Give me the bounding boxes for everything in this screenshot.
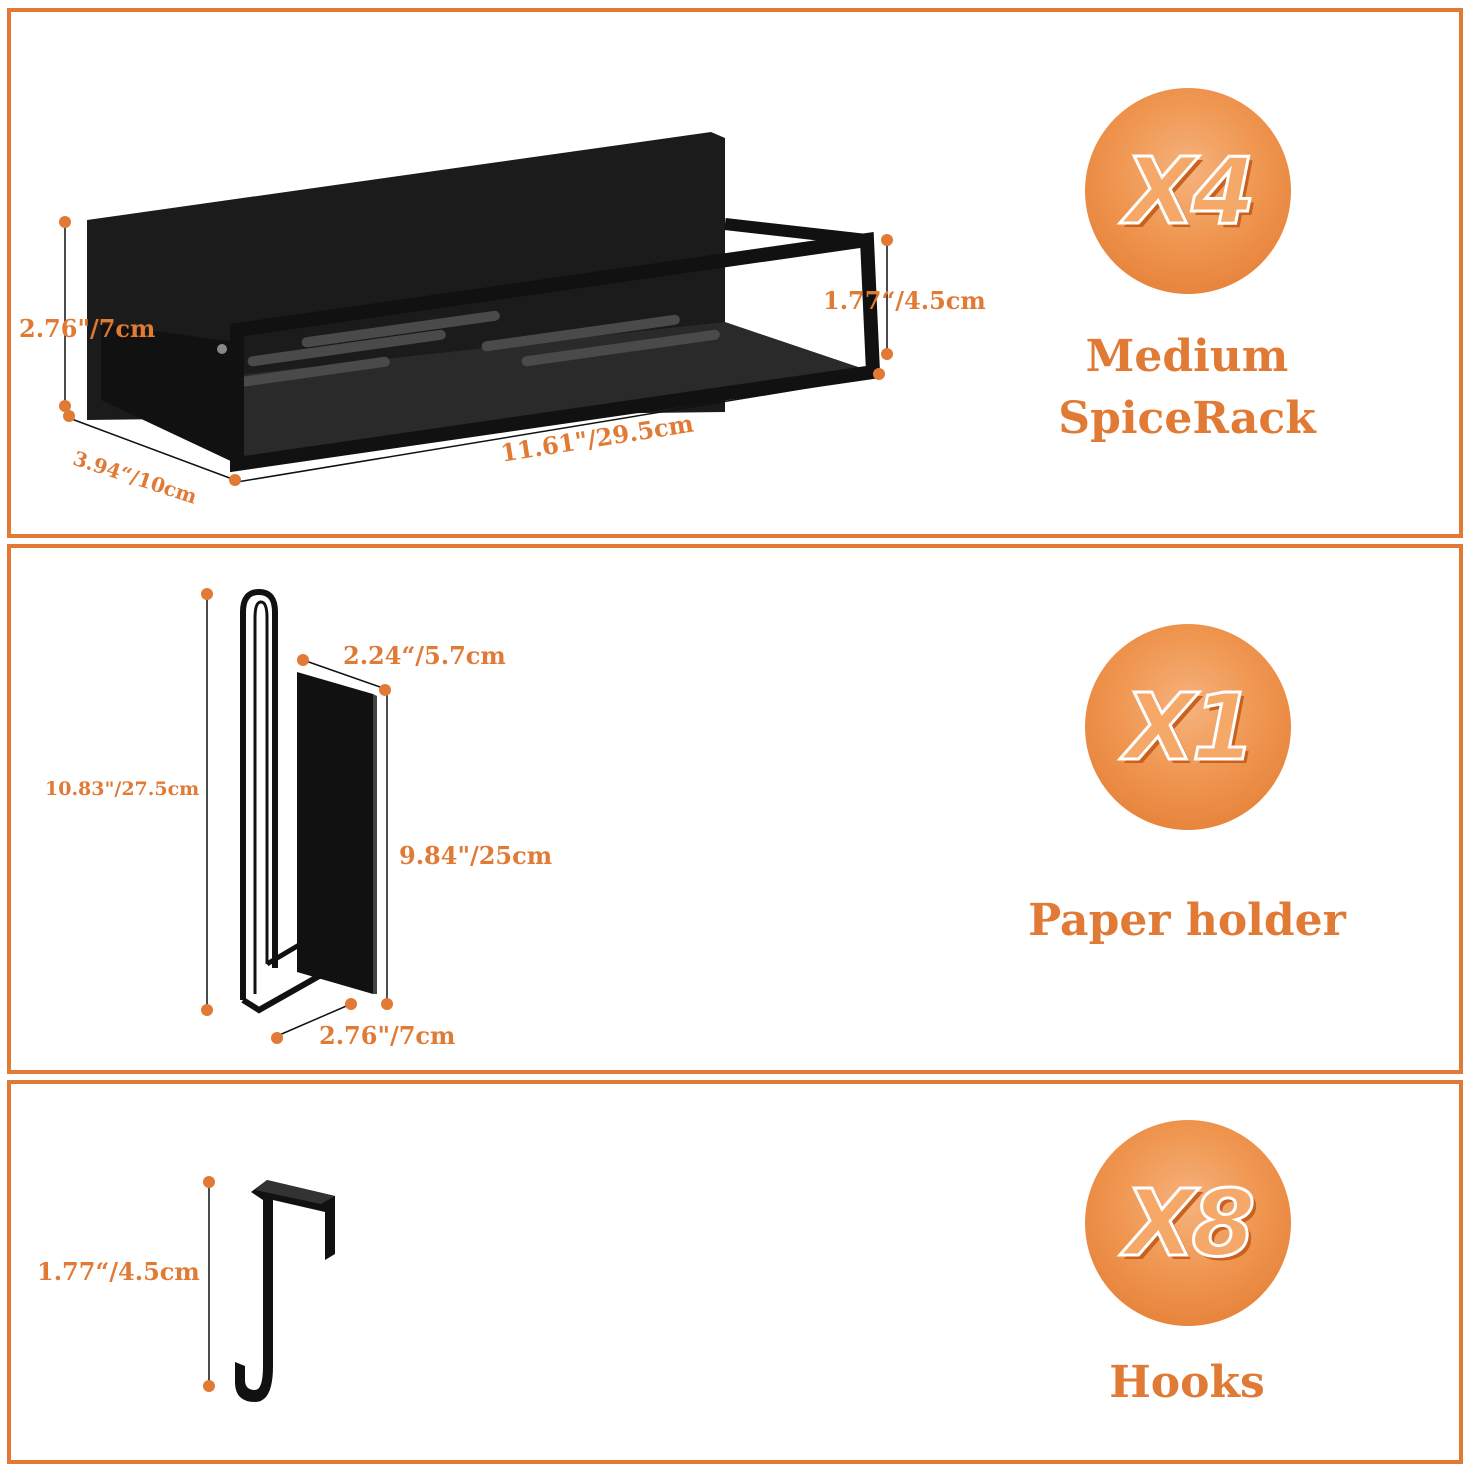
paper-holder-panel: 2.24“/5.7cm 10.83"/27.5cm 9.84"/25cm 2.7…	[7, 544, 1463, 1074]
title-line-1: Medium	[1085, 331, 1289, 382]
product-title: Paper holder	[1028, 895, 1346, 946]
holder-plate-height-label: 9.84"/25cm	[399, 841, 553, 870]
dimension-lines	[64, 224, 888, 483]
rack-left-side	[101, 324, 237, 464]
product-title: Medium SpiceRack	[977, 326, 1397, 450]
rack-rail-height-label: 1.77“/4.5cm	[823, 286, 986, 315]
quantity-text: X8	[1123, 1168, 1257, 1278]
hook-height-label: 1.77“/4.5cm	[37, 1257, 200, 1286]
quantity-badge: X4	[1085, 88, 1291, 294]
rack-height-label: 2.76"/7cm	[19, 314, 156, 343]
holder-plate-width-label: 2.24“/5.7cm	[343, 641, 506, 670]
holder-wire-loop	[240, 588, 278, 1000]
holder-depth-label: 2.76"/7cm	[319, 1021, 456, 1050]
hook-body	[235, 1180, 335, 1402]
hooks-panel: 1.77“/4.5cm X8 Hooks	[7, 1080, 1463, 1464]
quantity-text: X1	[1123, 672, 1257, 782]
title-line-2: SpiceRack	[1058, 393, 1316, 444]
product-title: Hooks	[1109, 1357, 1265, 1408]
holder-total-height-label: 10.83"/27.5cm	[45, 778, 200, 800]
spice-rack-panel: 2.76"/7cm 1.77“/4.5cm 3.94“/10cm 11.61"/…	[7, 8, 1463, 538]
hook-image	[203, 1176, 335, 1402]
rack-right-rail	[724, 218, 880, 380]
quantity-text: X4	[1123, 136, 1257, 246]
holder-back-plate	[297, 672, 373, 994]
quantity-badge: X1	[1085, 624, 1291, 830]
paper-holder-image	[201, 588, 393, 1044]
dimension-dots	[201, 588, 393, 1044]
dimension-dots	[59, 216, 893, 486]
spice-rack-image	[59, 132, 893, 486]
quantity-badge: X8	[1085, 1120, 1291, 1326]
rack-shelf-base	[99, 322, 873, 464]
dimension-lines	[206, 596, 388, 1037]
